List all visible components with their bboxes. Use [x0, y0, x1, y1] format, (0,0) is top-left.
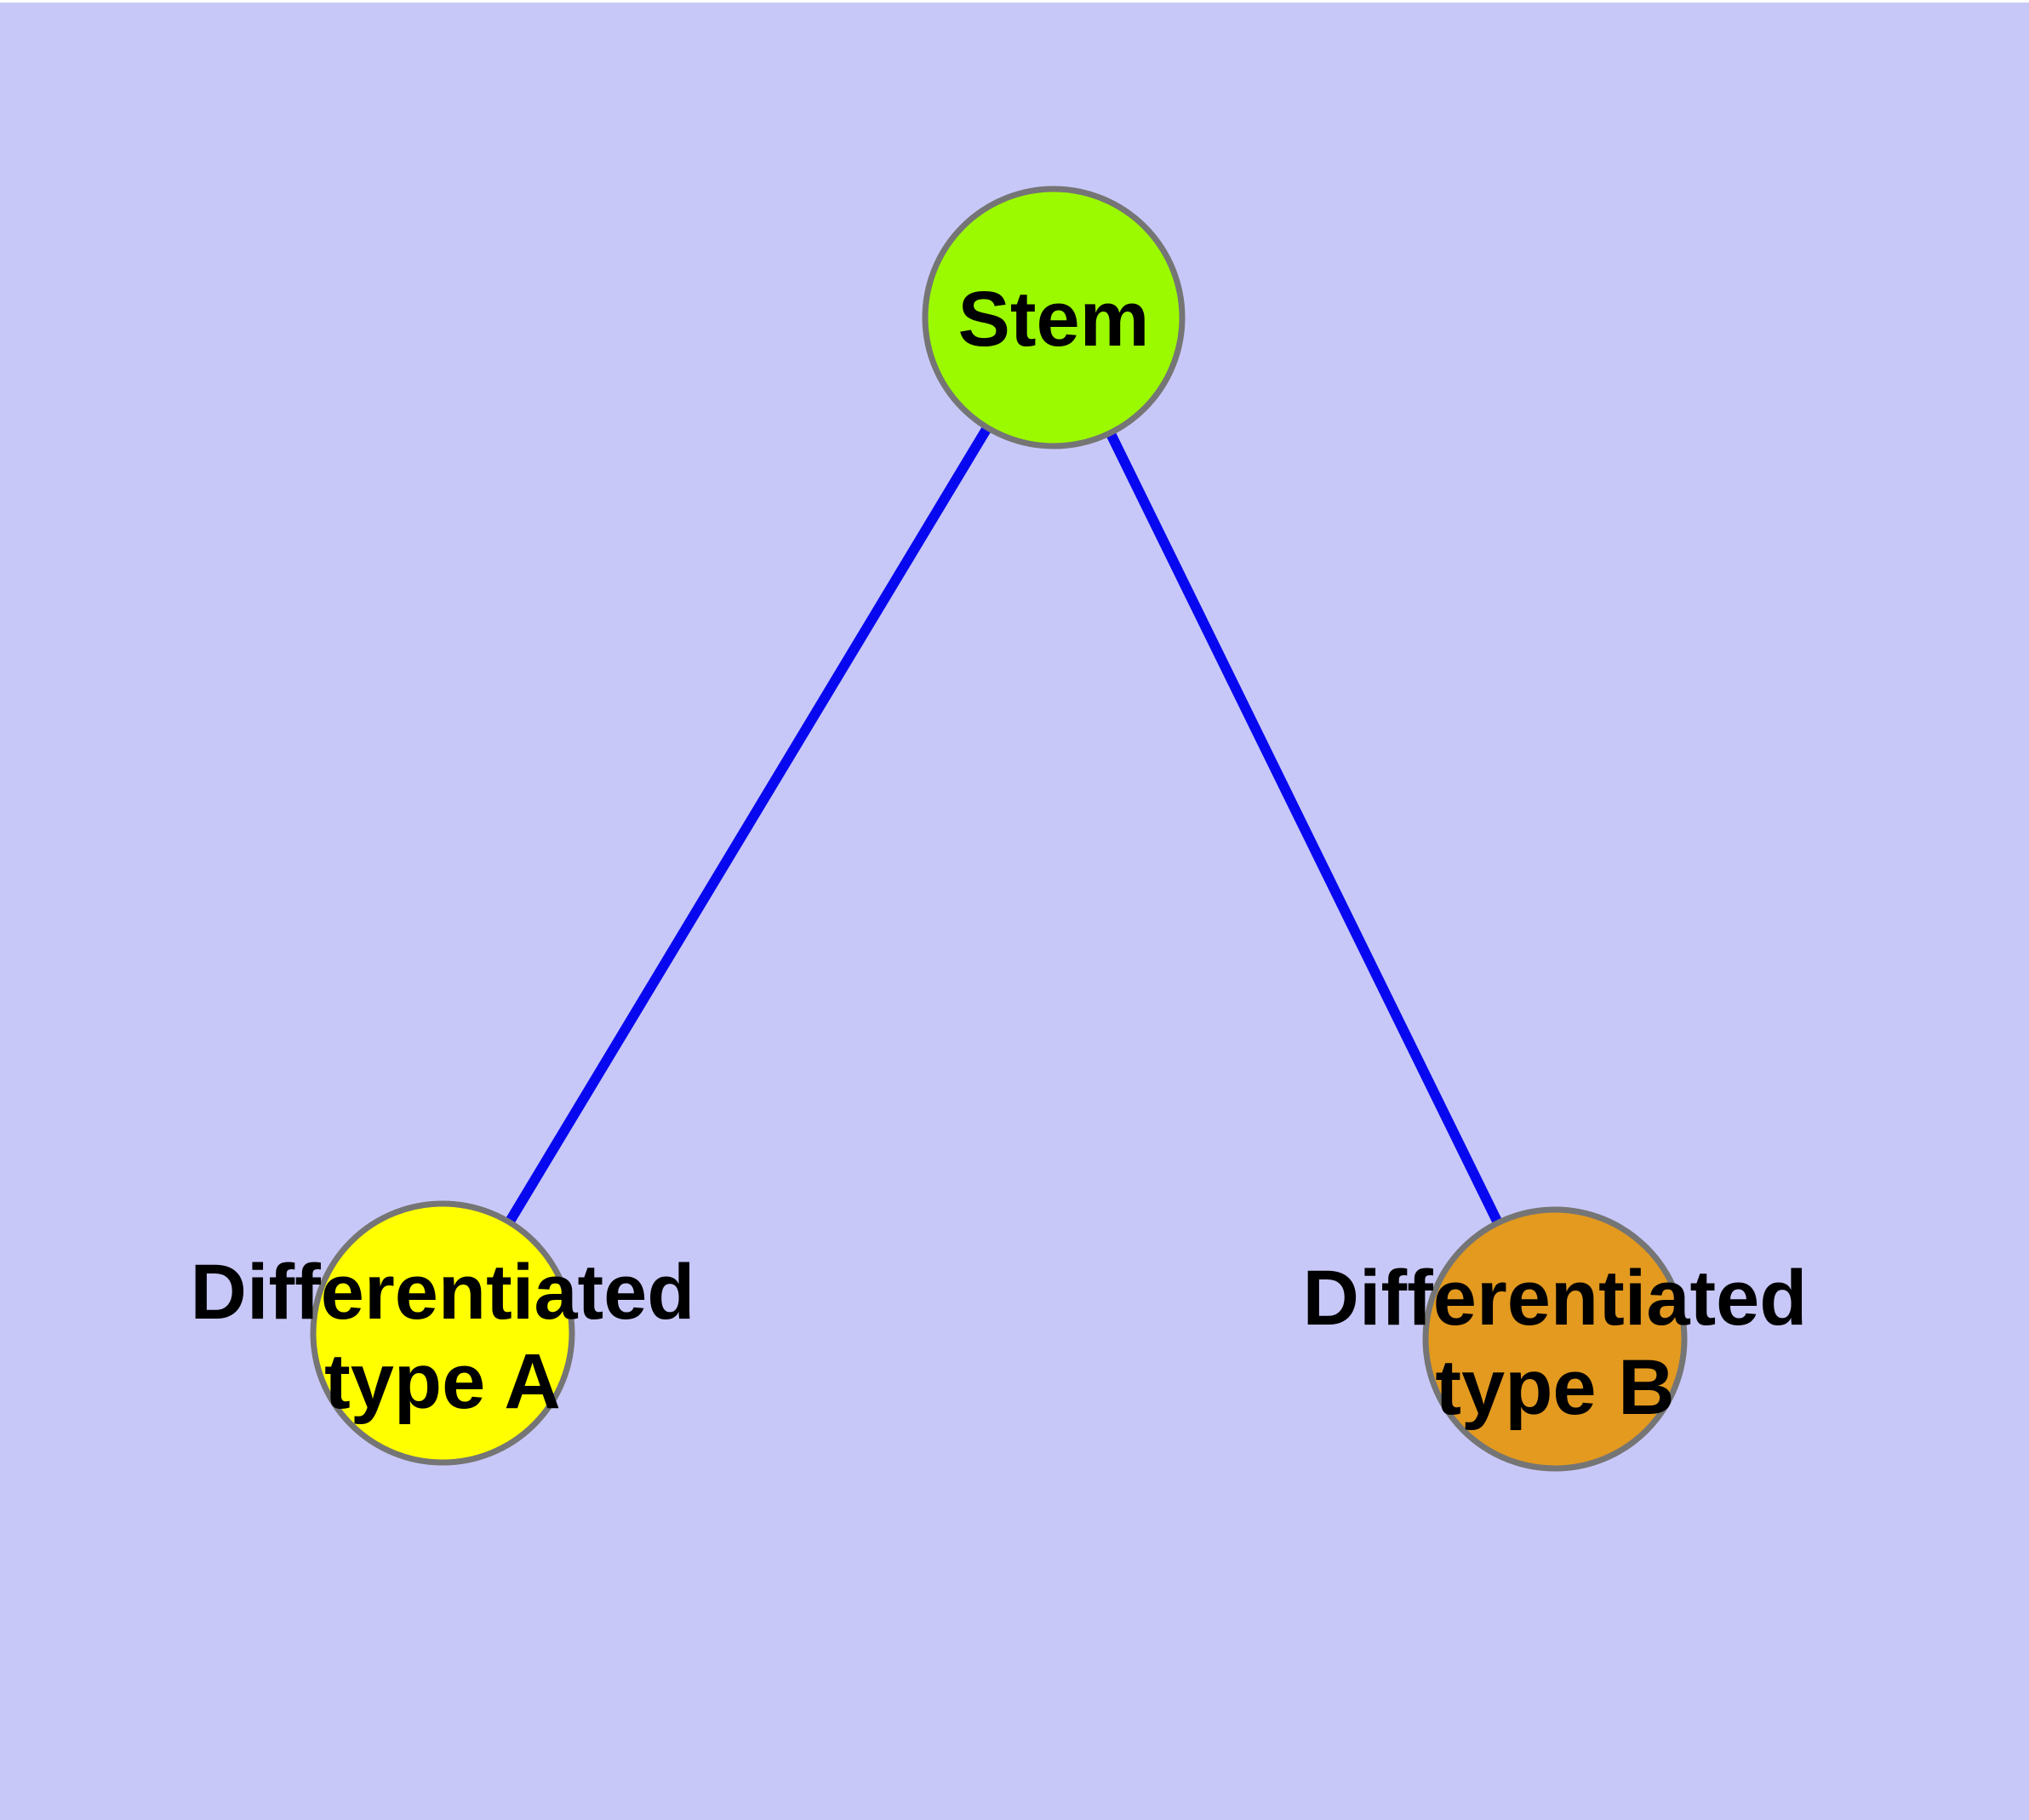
node-type-b-circle	[1422, 1206, 1688, 1472]
node-type-a-label-line1: Differentiated	[191, 1249, 695, 1336]
edge-stem-to-type-a	[437, 314, 1059, 1336]
node-stem-circle	[922, 186, 1186, 449]
node-stem-label: Stem	[958, 276, 1150, 363]
node-type-b-label-line1: Differentiated	[1303, 1255, 1808, 1342]
node-stem: Stem	[922, 186, 1186, 449]
node-type-b: Differentiated type B	[1303, 1206, 1808, 1472]
node-type-a: Differentiated type A	[191, 1200, 695, 1466]
node-type-a-circle	[310, 1200, 575, 1466]
node-type-a-label-line2: type A	[324, 1338, 561, 1425]
edge-stem-to-type-b	[1049, 315, 1560, 1342]
node-type-b-label-line2: type B	[1435, 1344, 1674, 1431]
edge-group	[437, 314, 1560, 1342]
